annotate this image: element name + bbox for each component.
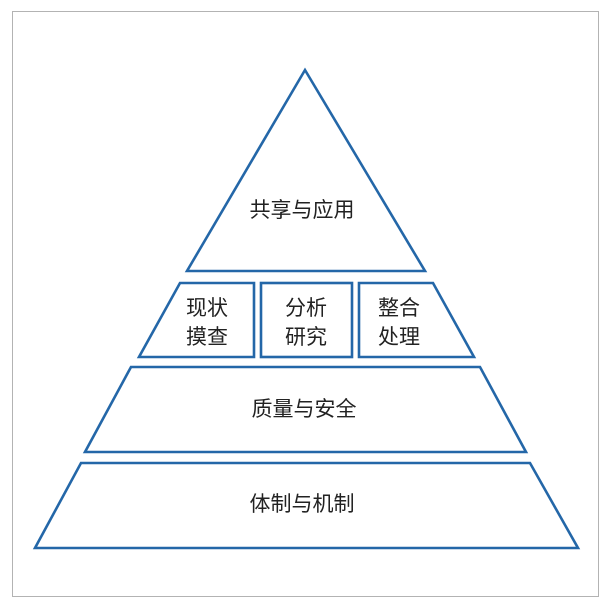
tier-base-label: 体制与机制 bbox=[250, 492, 355, 516]
middle-block-left: 现状 摸查 bbox=[136, 281, 256, 359]
tier-top: 共享与应用 bbox=[184, 67, 428, 273]
tier-top-label: 共享与应用 bbox=[250, 198, 355, 222]
middle-block-left-line2: 摸查 bbox=[186, 325, 228, 349]
middle-block-center-line1: 分析 bbox=[285, 296, 327, 320]
tier-top-shape bbox=[184, 67, 428, 273]
middle-block-center-shape bbox=[259, 281, 354, 359]
middle-block-center-line2: 研究 bbox=[285, 325, 327, 349]
middle-block-center: 分析 研究 bbox=[259, 281, 354, 359]
middle-block-left-shape bbox=[136, 281, 256, 359]
middle-block-left-line1: 现状 bbox=[186, 296, 228, 320]
tier-quality-label: 质量与安全 bbox=[252, 397, 357, 421]
tier-quality: 质量与安全 bbox=[82, 365, 529, 454]
tier-middle: 现状 摸查 分析 研究 整合 处理 bbox=[136, 281, 477, 359]
middle-block-right: 整合 处理 bbox=[357, 281, 477, 359]
middle-block-right-shape bbox=[357, 281, 477, 359]
tier-quality-shape bbox=[82, 365, 529, 454]
tier-base-shape bbox=[32, 461, 581, 550]
middle-block-right-line1: 整合 bbox=[378, 296, 420, 320]
middle-block-right-line2: 处理 bbox=[378, 325, 420, 349]
tier-base: 体制与机制 bbox=[32, 461, 581, 550]
